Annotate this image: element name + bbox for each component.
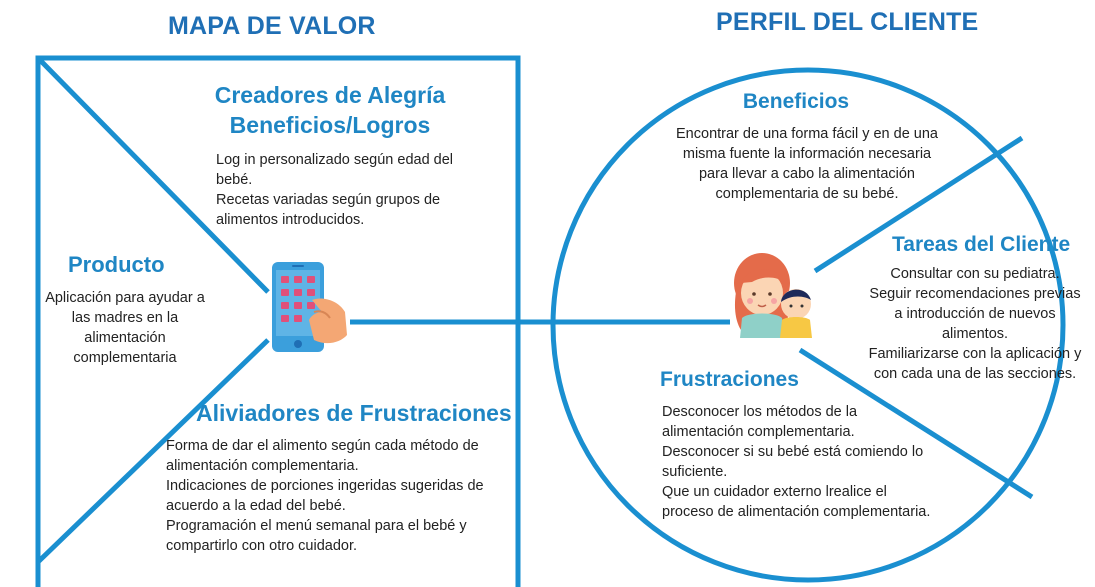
product-text: Aplicación para ayudar a las madres en l… — [45, 290, 205, 366]
gain-creators-heading: Creadores de Alegría Beneficios/Logros — [190, 80, 470, 140]
pains-text: Desconocer los métodos de la alimentació… — [662, 404, 931, 520]
value-map-title: MAPA DE VALOR — [168, 12, 376, 40]
circle-upper-divider — [813, 135, 1024, 274]
product-title: Producto — [68, 252, 165, 277]
mother-baby-icon — [734, 253, 812, 338]
pains-title: Frustraciones — [660, 368, 799, 391]
gains-text: Encontrar de una forma fácil y en de una… — [676, 126, 938, 202]
value-map-top-diagonal — [36, 56, 270, 294]
customer-profile-circle — [550, 67, 1066, 583]
gain-creators-title-line2: Beneficios/Logros — [229, 112, 431, 138]
jobs-text: Consultar con su pediatra. Seguir recome… — [868, 266, 1082, 382]
value-map-bottom-diagonal — [36, 338, 270, 564]
gain-creators-text: Log in personalizado según edad del bebé… — [216, 152, 454, 228]
pain-relievers-title: Aliviadores de Frustraciones — [196, 400, 512, 426]
phone-app-icon — [272, 262, 347, 352]
jobs-title: Tareas del Cliente — [892, 233, 1071, 256]
gain-creators-title-line1: Creadores de Alegría — [214, 82, 446, 108]
gains-title: Beneficios — [742, 90, 850, 113]
pain-relievers-text: Forma de dar el alimento según cada méto… — [166, 438, 484, 554]
circle-lower-divider — [798, 347, 1034, 500]
customer-profile-title: PERFIL DEL CLIENTE — [716, 8, 979, 36]
